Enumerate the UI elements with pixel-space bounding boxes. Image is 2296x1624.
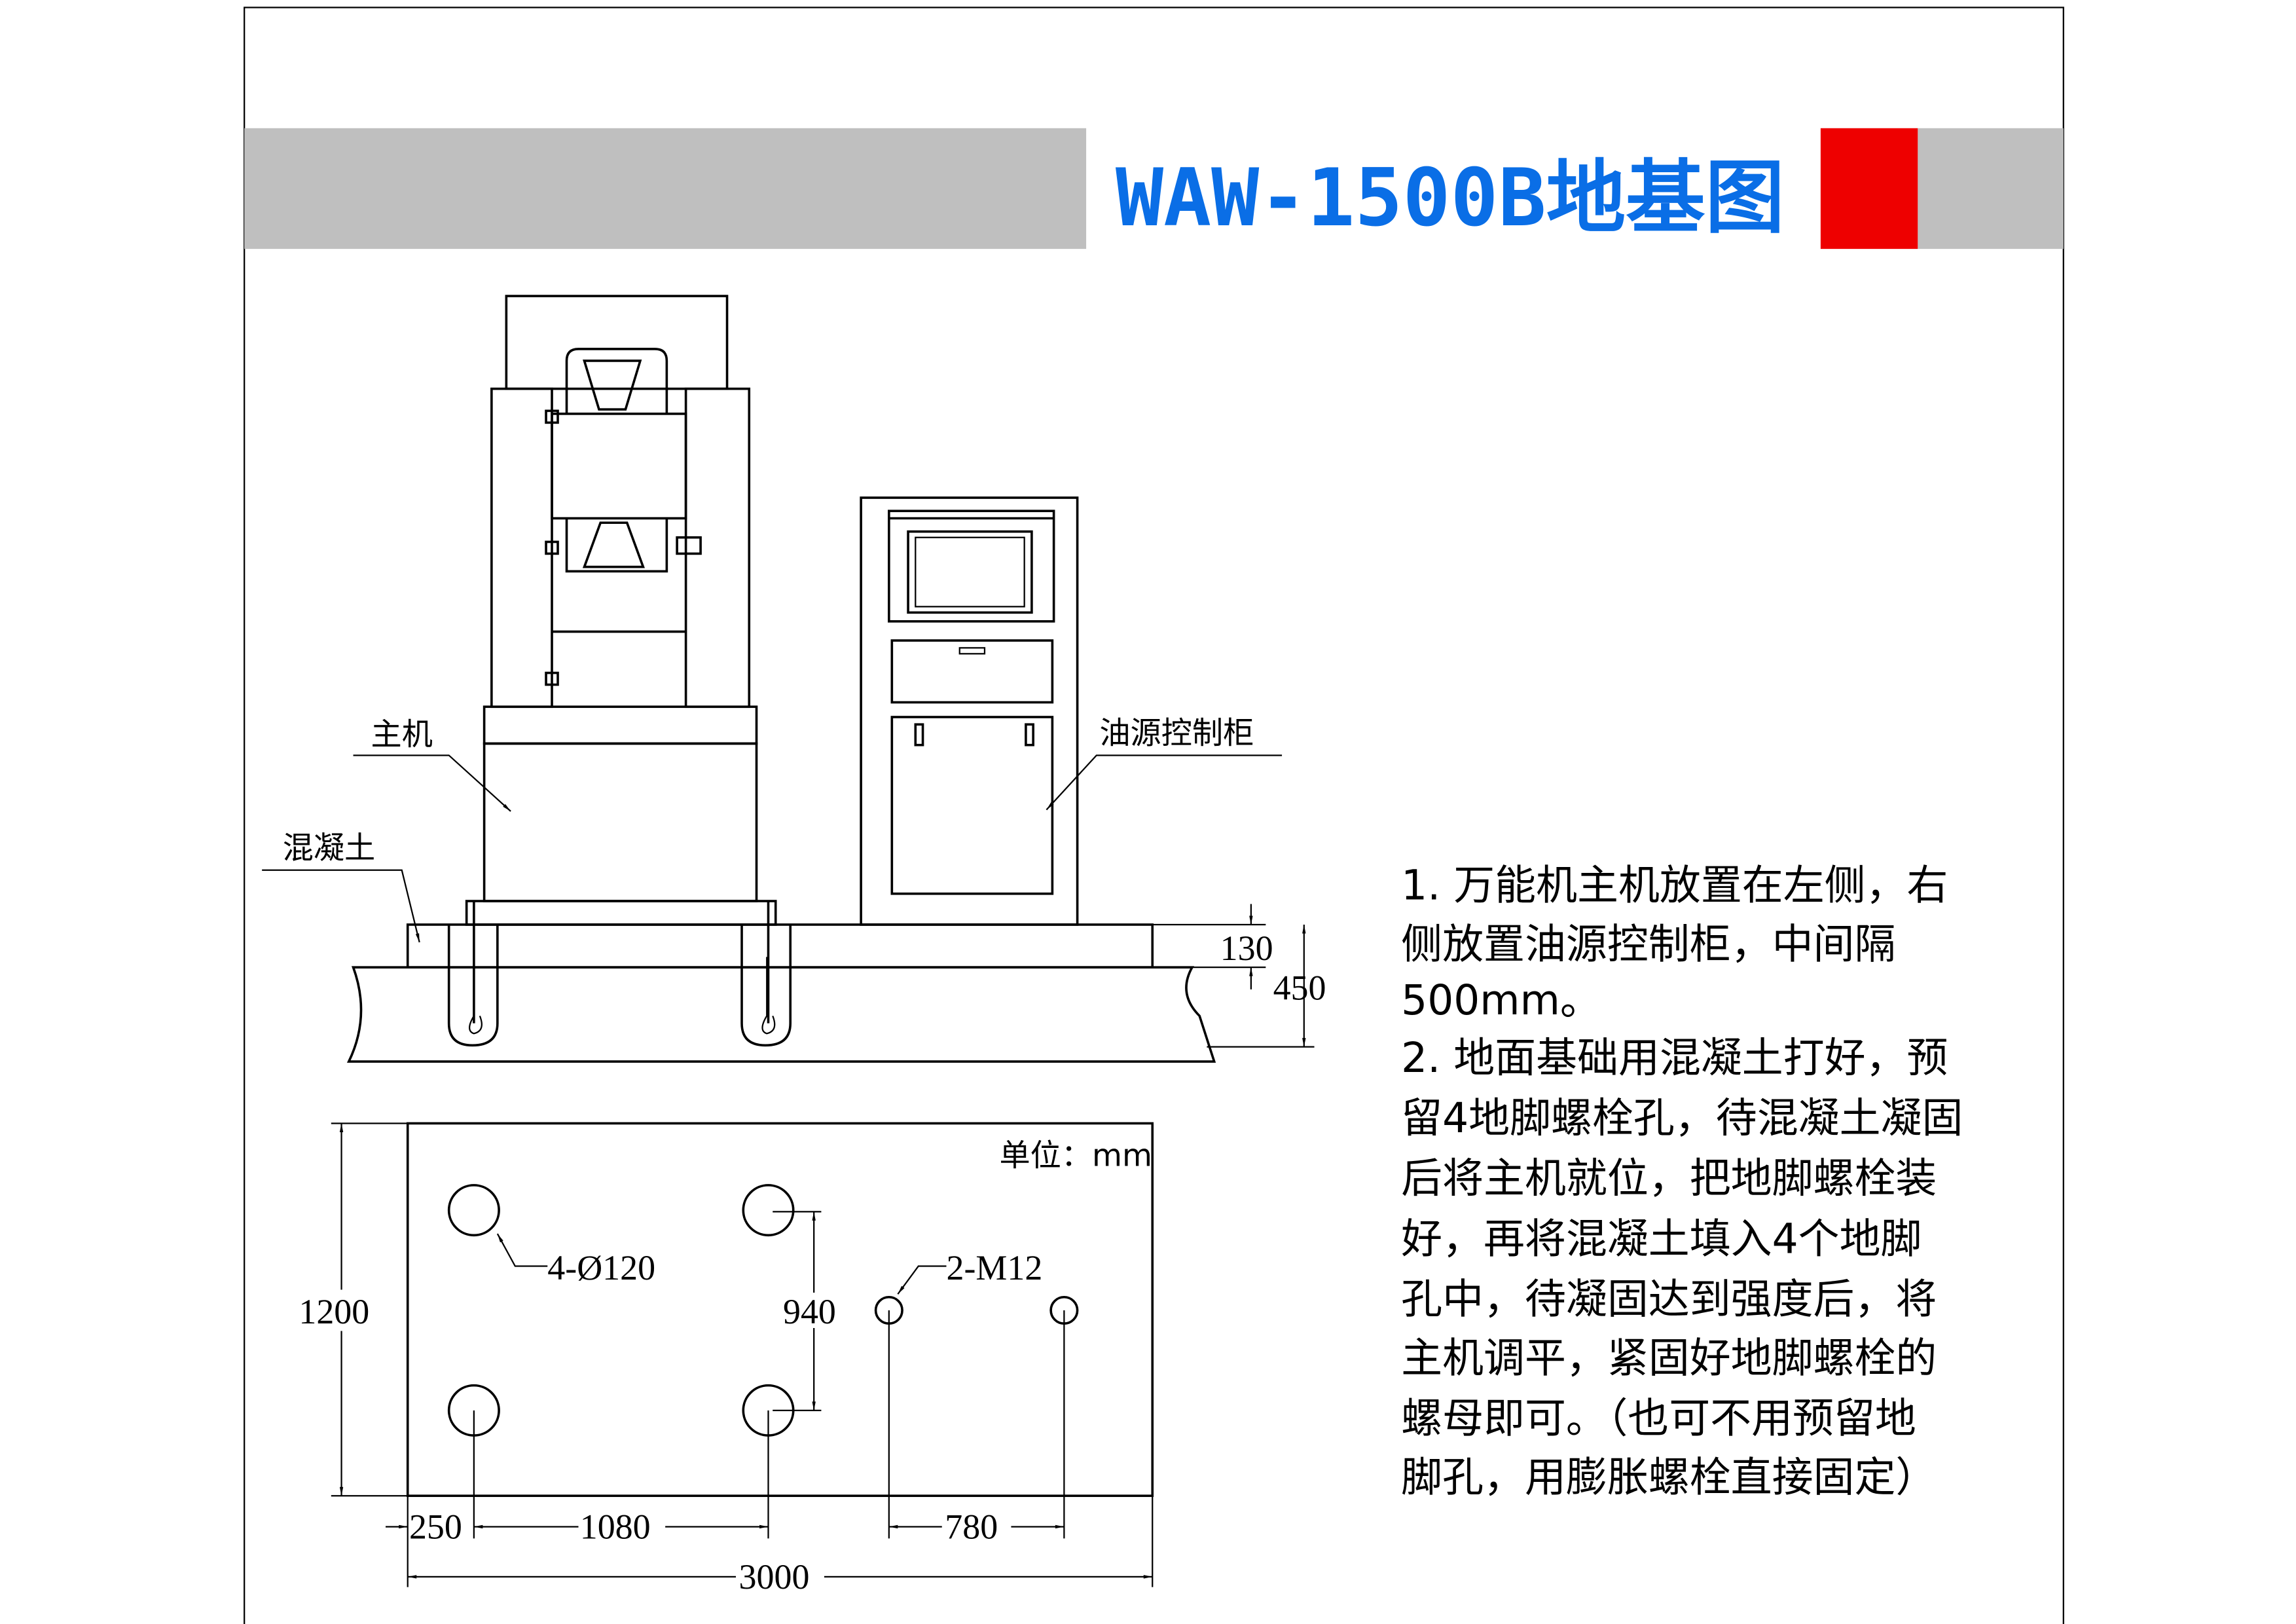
dim-450: 450 xyxy=(1273,969,1326,1008)
note-line: 留4地脚螺栓孔，待混凝土凝固 xyxy=(1401,1094,1963,1142)
note-line: 脚孔，用膨胀螺栓直接固定） xyxy=(1401,1453,1937,1501)
note-line: 孔中，待凝固达到强度后，将 xyxy=(1401,1275,1937,1323)
page-title: WAW-1500B地基图 xyxy=(1116,151,1785,244)
dim-1200: 1200 xyxy=(299,1292,369,1331)
label-oil-cabinet: 油源控制柜 xyxy=(1099,715,1254,751)
dim-1080: 1080 xyxy=(580,1507,651,1546)
note-line: 螺母即可。（也可不用预留地 xyxy=(1401,1395,1916,1443)
note-line: 后将主机就位，把地脚螺栓装 xyxy=(1401,1154,1937,1202)
plan-view xyxy=(331,1122,1154,1587)
label-main-machine: 主机 xyxy=(371,717,433,753)
dim-130: 130 xyxy=(1220,929,1273,968)
note-line: 500mm。 xyxy=(1401,976,1601,1024)
note-line: 主机调平，紧固好地脚螺栓的 xyxy=(1401,1334,1937,1382)
note-line: 好，再将混凝土填入4个地脚 xyxy=(1401,1215,1922,1263)
dim-holes: 4-Ø120 xyxy=(547,1248,655,1287)
unit-label: 单位：mm xyxy=(999,1138,1152,1174)
dim-3000: 3000 xyxy=(739,1557,810,1596)
label-concrete: 混凝土 xyxy=(283,830,376,866)
note-line: 侧放置油源控制柜，中间隔 xyxy=(1401,921,1895,969)
header-band-right xyxy=(1918,128,2064,249)
concrete-foundation xyxy=(346,904,1315,1063)
note-line: 1. 万能机主机放置在左侧，右 xyxy=(1401,862,1948,910)
note-line: 2. 地面基础用混凝土打好，预 xyxy=(1401,1034,1948,1082)
dim-250: 250 xyxy=(409,1507,462,1546)
dim-780: 780 xyxy=(945,1507,998,1546)
red-accent-block xyxy=(1820,128,1918,249)
dim-940: 940 xyxy=(783,1292,836,1331)
header-band-left xyxy=(244,128,1087,249)
installation-notes: 1. 万能机主机放置在左侧，右 侧放置油源控制柜，中间隔 500mm。 2. 地… xyxy=(1401,862,1963,1502)
drawing-frame xyxy=(244,7,2064,1624)
oil-cabinet-drawing xyxy=(860,496,1079,926)
dim-bolts: 2-M12 xyxy=(947,1248,1043,1287)
main-machine-drawing xyxy=(465,295,777,1024)
